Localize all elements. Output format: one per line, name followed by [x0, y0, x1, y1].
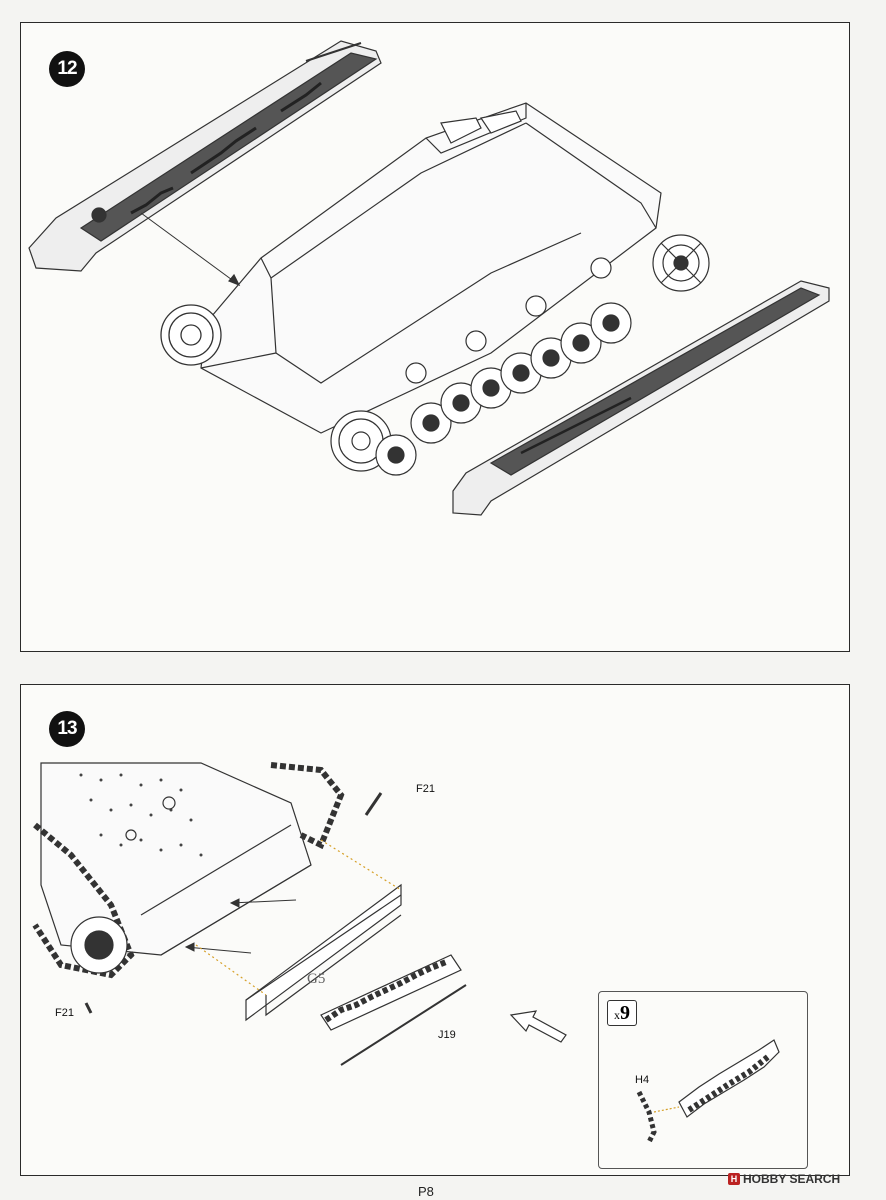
part-label-h4: H4 [635, 1074, 650, 1086]
part-label-j19: J19 [438, 1029, 456, 1041]
track-j19 [320, 954, 467, 1066]
left-fender-part [28, 40, 382, 272]
direction-arrow [509, 1010, 567, 1043]
hull-rear [40, 762, 312, 956]
part-label-f21: F21 [55, 1007, 74, 1019]
step-12-panel: 12 [20, 22, 850, 652]
drive-sprocket [160, 304, 222, 366]
track-link-detail [636, 1039, 780, 1144]
step-13-panel: 13 [20, 684, 850, 1176]
assembly-arrows [184, 898, 297, 954]
left-track [32, 822, 135, 979]
road-wheels [375, 302, 632, 476]
detail-inset: x 9 H4 [598, 991, 808, 1169]
part-label-f21: F21 [416, 783, 435, 795]
right-fender-part [452, 280, 830, 516]
step-12-illustration [28, 40, 830, 516]
pin-f21-left [84, 1002, 93, 1014]
step-number-badge: 12 [49, 51, 85, 87]
hull-body [200, 102, 662, 434]
right-track [270, 762, 345, 850]
quantity-badge: x 9 [607, 1000, 637, 1026]
guide-lines [195, 839, 402, 996]
pin-f21-top [364, 792, 383, 816]
assembly-arrow [140, 212, 241, 287]
idler-wheel [652, 234, 710, 292]
part-label-g5: G5 [307, 971, 326, 987]
plate-g5 [245, 883, 402, 1022]
step-number-badge: 13 [49, 711, 85, 747]
watermark-text: HOBBY SEARCH [743, 1172, 841, 1186]
watermark: H HOBBY SEARCH [728, 1172, 840, 1186]
hobby-search-logo-icon: H [728, 1173, 740, 1185]
step-13-illustration [32, 762, 567, 1066]
page-number: P8 [418, 1184, 434, 1199]
return-rollers [405, 257, 612, 384]
